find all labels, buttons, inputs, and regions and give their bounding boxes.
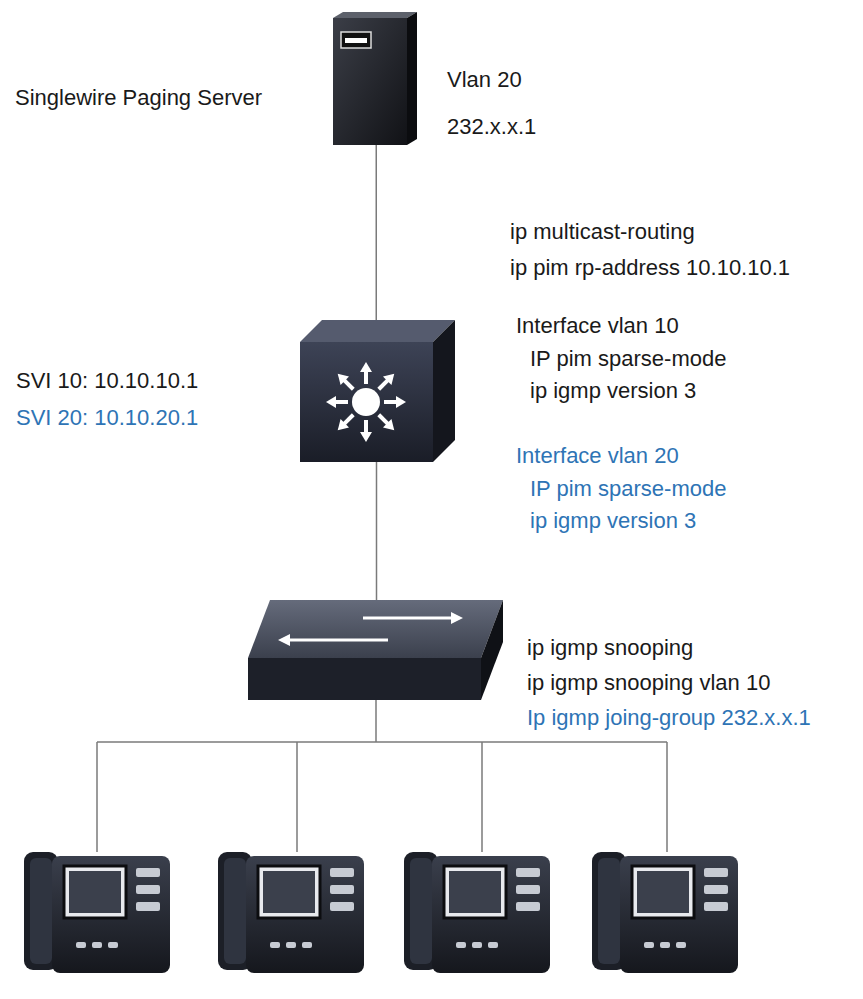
svi-address: SVI 20: 10.10.20.1 [16,406,198,430]
config-line: Ip igmp joing-group 232.x.x.1 [527,706,811,730]
ip-phone [404,852,550,973]
vlan-label: Vlan 20 [447,68,522,92]
group-address: 232.x.x.1 [447,115,536,139]
config-line: ip multicast-routing [510,220,695,244]
config-line: ip igmp version 3 [530,379,696,403]
config-line: ip igmp snooping vlan 10 [527,671,770,695]
config-line: Interface vlan 10 [516,314,679,338]
access-switch: ip igmp snoopingip igmp snooping vlan 10… [248,600,503,700]
config-line: ip igmp version 3 [530,509,696,533]
l3-router: SVI 10: 10.10.10.1SVI 20: 10.10.20.1ip m… [300,320,455,462]
svi-address: SVI 10: 10.10.10.1 [16,369,198,393]
config-line: ip pim rp-address 10.10.10.1 [510,256,790,280]
network-link [376,462,378,600]
ip-phone [592,852,738,973]
ip-phone [24,852,170,973]
config-line: Interface vlan 20 [516,444,679,468]
config-line: ip igmp snooping [527,636,693,660]
config-line: IP pim sparse-mode [530,347,726,371]
ip-phone [218,852,364,973]
paging-server: Singlewire Paging ServerVlan 20232.x.x.1 [333,12,417,145]
config-line: IP pim sparse-mode [530,477,726,501]
network-link [376,145,378,320]
server-name: Singlewire Paging Server [15,86,262,110]
